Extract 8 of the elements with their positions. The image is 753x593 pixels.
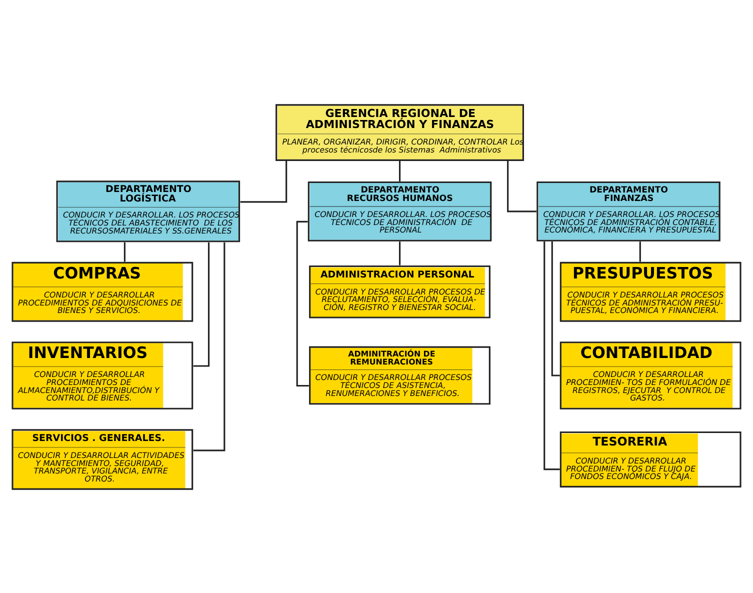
connector (639, 241, 641, 262)
connector (193, 242, 226, 451)
connector (551, 241, 560, 376)
connector (240, 160, 288, 202)
connector (124, 242, 126, 262)
connector (398, 160, 401, 181)
connector (507, 160, 536, 212)
connector (398, 241, 401, 265)
